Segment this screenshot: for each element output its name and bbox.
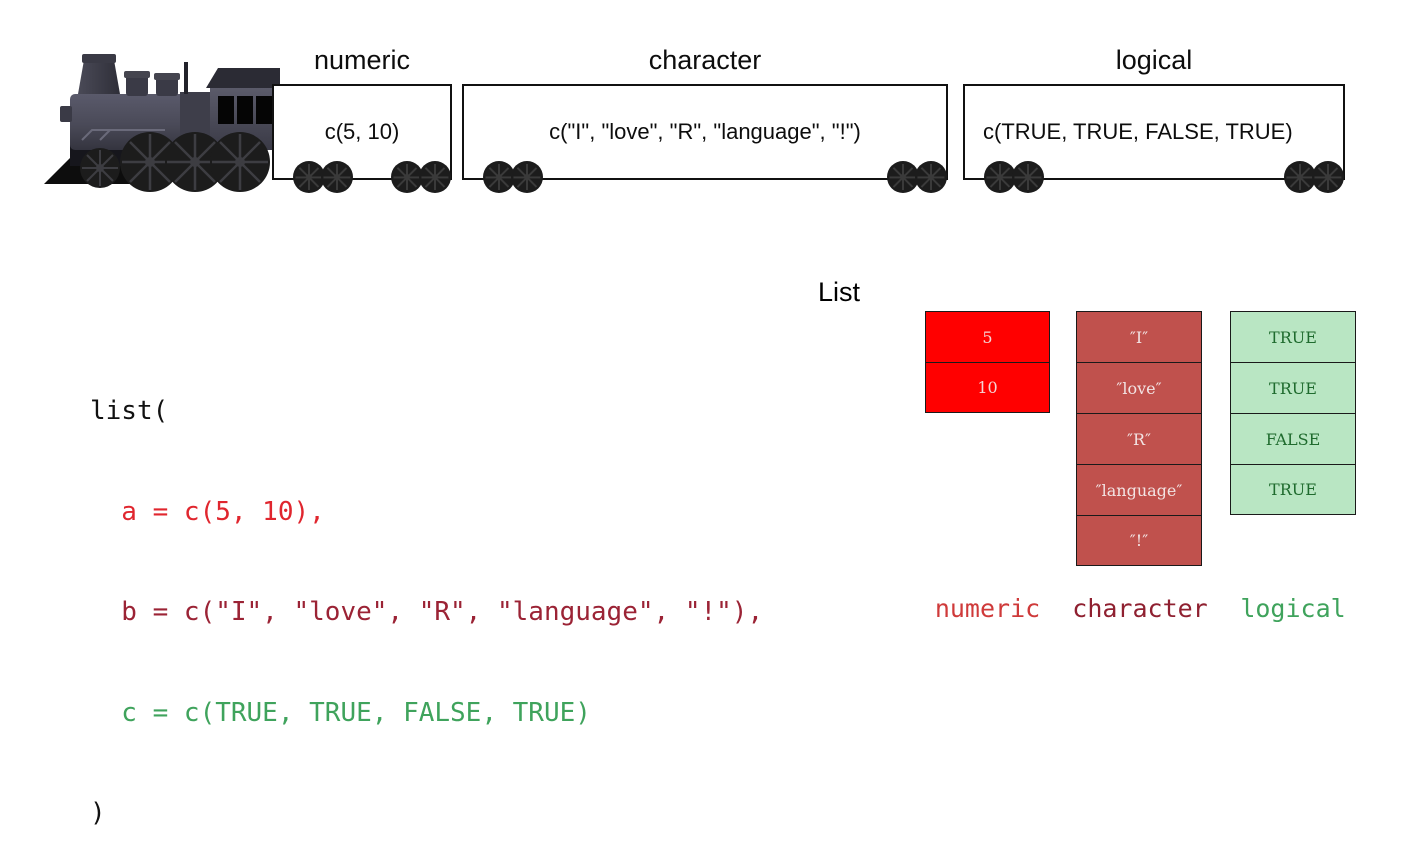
list-cell: TRUE xyxy=(1230,311,1356,362)
wheel-icon xyxy=(293,161,325,193)
list-title: List xyxy=(818,277,861,307)
list-cell: FALSE xyxy=(1230,413,1356,464)
list-column-label-numeric: numeric xyxy=(934,594,1041,623)
list-cell: TRUE xyxy=(1230,464,1356,515)
list-column-character: ″I″ ″love″ ″R″ ″language″ ″!″ xyxy=(1076,311,1202,566)
list-cell: 10 xyxy=(925,362,1050,413)
list-cell: ″R″ xyxy=(1076,413,1202,464)
list-column-label-character: character xyxy=(1072,594,1208,623)
wheel-icon xyxy=(1012,161,1044,193)
wheel-icon xyxy=(1312,161,1344,193)
train-car-character: c("I", "love", "R", "language", "!") xyxy=(462,84,948,180)
code-line-b: b = c("I", "love", "R", "language", "!")… xyxy=(90,597,764,627)
list-cell: ″I″ xyxy=(1076,311,1202,362)
wheel-icon xyxy=(984,161,1016,193)
r-code-snippet: list( a = c(5, 10), b = c("I", "love", "… xyxy=(90,328,763,864)
wheel-icon xyxy=(511,161,543,193)
car-content-character: c("I", "love", "R", "language", "!") xyxy=(549,119,861,144)
wheel-icon xyxy=(483,161,515,193)
code-line-a: a = c(5, 10), xyxy=(90,496,325,527)
list-cell: ″!″ xyxy=(1076,515,1202,566)
wheel-icon xyxy=(419,161,451,193)
list-cell: 5 xyxy=(925,311,1050,362)
code-line-list-close: ) xyxy=(90,798,106,828)
list-column-numeric: 5 10 xyxy=(925,311,1050,413)
wheel-icon xyxy=(1284,161,1316,193)
car-content-numeric: c(5, 10) xyxy=(324,119,400,144)
wheel-icon xyxy=(915,161,947,193)
car-label-numeric: numeric xyxy=(313,45,411,75)
list-column-logical: TRUE TRUE FALSE TRUE xyxy=(1230,311,1356,515)
car-content-logical: c(TRUE, TRUE, FALSE, TRUE) xyxy=(983,119,1293,144)
wheel-icon xyxy=(391,161,423,193)
steam-locomotive-icon xyxy=(44,54,280,192)
wheel-icon xyxy=(321,161,353,193)
car-label-character: character xyxy=(648,45,762,75)
wheel-icon xyxy=(887,161,919,193)
code-line-c: c = c(TRUE, TRUE, FALSE, TRUE) xyxy=(90,697,591,728)
list-cell: TRUE xyxy=(1230,362,1356,413)
code-line-list-open: list( xyxy=(90,396,169,426)
car-label-logical: logical xyxy=(1115,45,1193,75)
list-cell: ″love″ xyxy=(1076,362,1202,413)
list-column-label-logical: logical xyxy=(1240,594,1346,623)
list-cell: ″language″ xyxy=(1076,464,1202,515)
train-diagram: numeric c(5, 10) character c("I", "love"… xyxy=(0,0,1416,215)
